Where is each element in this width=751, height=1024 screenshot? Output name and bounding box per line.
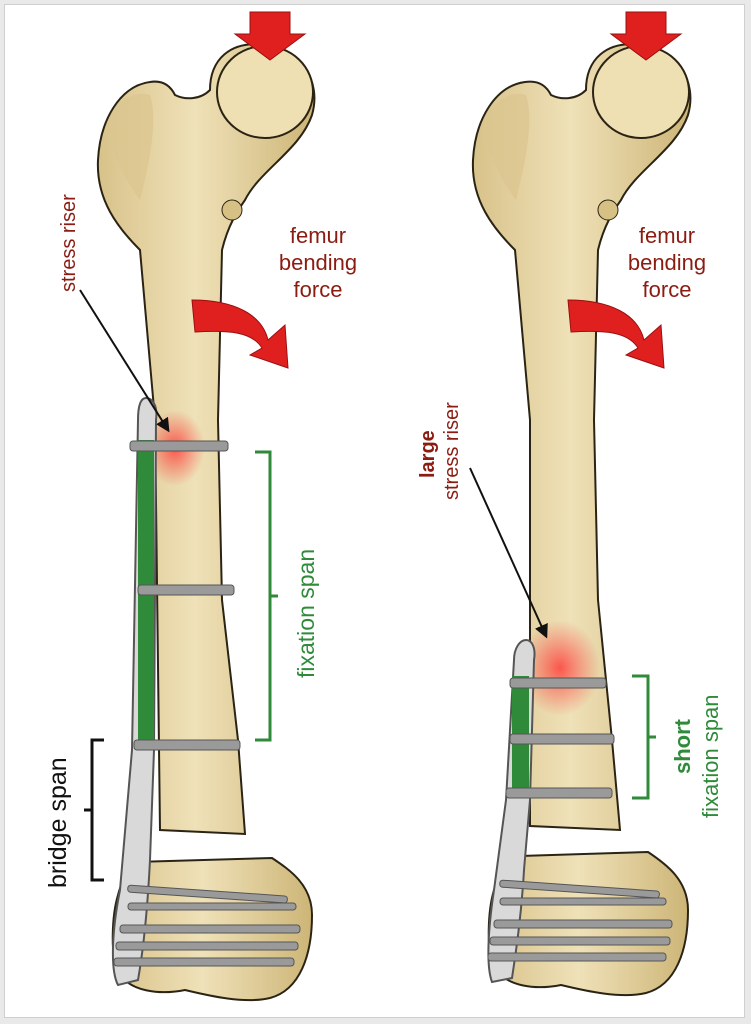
left-force-line3: force <box>294 277 343 302</box>
right-stress-glow <box>520 620 600 716</box>
right-large-label: large <box>417 430 439 478</box>
right-compression-arrow <box>609 11 683 61</box>
right-lesser-trochanter <box>597 199 619 221</box>
right-trochanter <box>485 93 530 200</box>
right-stress-pointer <box>469 467 548 639</box>
left-fixation-bracket <box>255 450 278 742</box>
right-force-line3: force <box>643 277 692 302</box>
left-fixation-span-label: fixation span <box>293 549 319 678</box>
left-femoral-head <box>216 45 314 139</box>
left-bending-arrow <box>191 299 289 369</box>
right-fixation-bracket <box>632 674 656 800</box>
left-panel: stress riser femur bending force fixatio… <box>44 11 357 1002</box>
left-stress-pointer <box>79 289 170 433</box>
left-force-line1: femur <box>290 223 346 248</box>
left-stress-riser-label: stress riser <box>58 194 80 292</box>
right-force-line2: bending <box>628 250 706 275</box>
right-panel: large stress riser femur bending force s… <box>417 11 723 997</box>
right-screws <box>487 677 673 962</box>
right-proximal-femur <box>471 43 692 832</box>
right-bending-arrow <box>567 299 665 369</box>
left-screws <box>113 440 301 967</box>
right-femoral-head <box>592 45 690 139</box>
right-fixation-span-label: fixation span <box>698 694 723 818</box>
right-force-line1: femur <box>639 223 695 248</box>
right-stress-riser-label: stress riser <box>441 402 463 500</box>
left-bridge-bracket <box>84 738 104 882</box>
left-bridge-span-label: bridge span <box>44 757 72 888</box>
left-lesser-trochanter <box>221 199 243 221</box>
left-force-line2: bending <box>279 250 357 275</box>
left-proximal-femur <box>96 43 316 836</box>
right-short-label: short <box>670 718 695 774</box>
left-trochanter <box>109 93 154 200</box>
left-compression-arrow <box>233 11 307 61</box>
